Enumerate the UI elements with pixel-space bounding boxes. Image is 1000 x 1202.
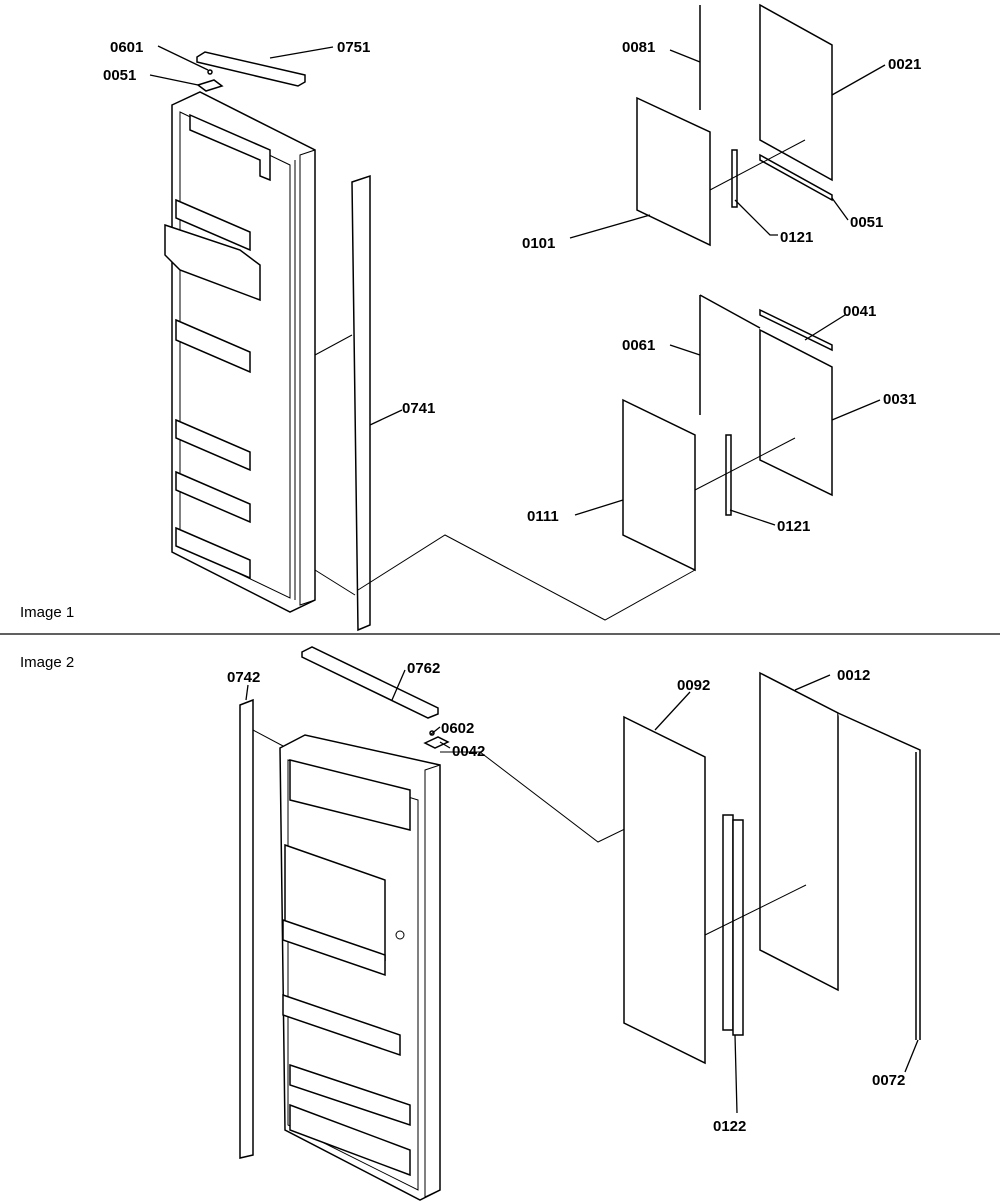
label-0041: 0041 <box>843 303 876 320</box>
door-assembly-1 <box>164 91 316 613</box>
hinge-cap-0051 <box>196 79 224 92</box>
label-0111: 0111 <box>527 508 559 525</box>
strip-0121-b <box>725 434 732 516</box>
label-0742: 0742 <box>227 669 260 686</box>
image-2-caption: Image 2 <box>20 654 74 671</box>
strip-0122 <box>722 814 734 1031</box>
label-0762: 0762 <box>407 660 440 677</box>
label-0051: 0051 <box>103 67 136 84</box>
label-0602: 0602 <box>441 720 474 737</box>
gasket-0741 <box>351 174 371 632</box>
panel-0111 <box>622 398 696 572</box>
image-2: Image 2 <box>20 646 921 1201</box>
strip-0072 <box>837 712 921 1040</box>
label-0751: 0751 <box>337 39 370 56</box>
label-0121-b: 0121 <box>777 518 810 535</box>
label-0101: 0101 <box>522 235 555 252</box>
label-0061: 0061 <box>622 337 655 354</box>
label-0092: 0092 <box>677 677 710 694</box>
label-0042: 0042 <box>452 743 485 760</box>
label-0012: 0012 <box>837 667 870 684</box>
panel-0021 <box>759 3 833 182</box>
trim-0051 <box>759 153 833 202</box>
top-trim-0762 <box>301 646 439 719</box>
panel-0031 <box>759 328 833 497</box>
label-0122: 0122 <box>713 1118 746 1135</box>
label-0121: 0121 <box>780 229 813 246</box>
image-1: Image 1 <box>20 3 921 632</box>
panel-0012 <box>759 671 839 992</box>
strip-0121 <box>731 149 738 208</box>
label-0051-b: 0051 <box>850 214 883 231</box>
gasket-0742 <box>239 698 254 1159</box>
label-0021: 0021 <box>888 56 921 73</box>
trim-0041 <box>759 308 833 352</box>
label-0601: 0601 <box>110 39 143 56</box>
panel-0092 <box>623 715 706 1065</box>
screw-0601 <box>207 69 213 75</box>
hinge-cap-0042 <box>423 736 450 749</box>
label-0741: 0741 <box>402 400 435 417</box>
door-assembly-2 <box>279 734 441 1201</box>
label-0081: 0081 <box>622 39 655 56</box>
label-0031: 0031 <box>883 391 916 408</box>
image-1-caption: Image 1 <box>20 604 74 621</box>
top-trim-0751 <box>196 51 306 87</box>
panel-0101 <box>636 96 711 247</box>
label-0072: 0072 <box>872 1072 905 1089</box>
